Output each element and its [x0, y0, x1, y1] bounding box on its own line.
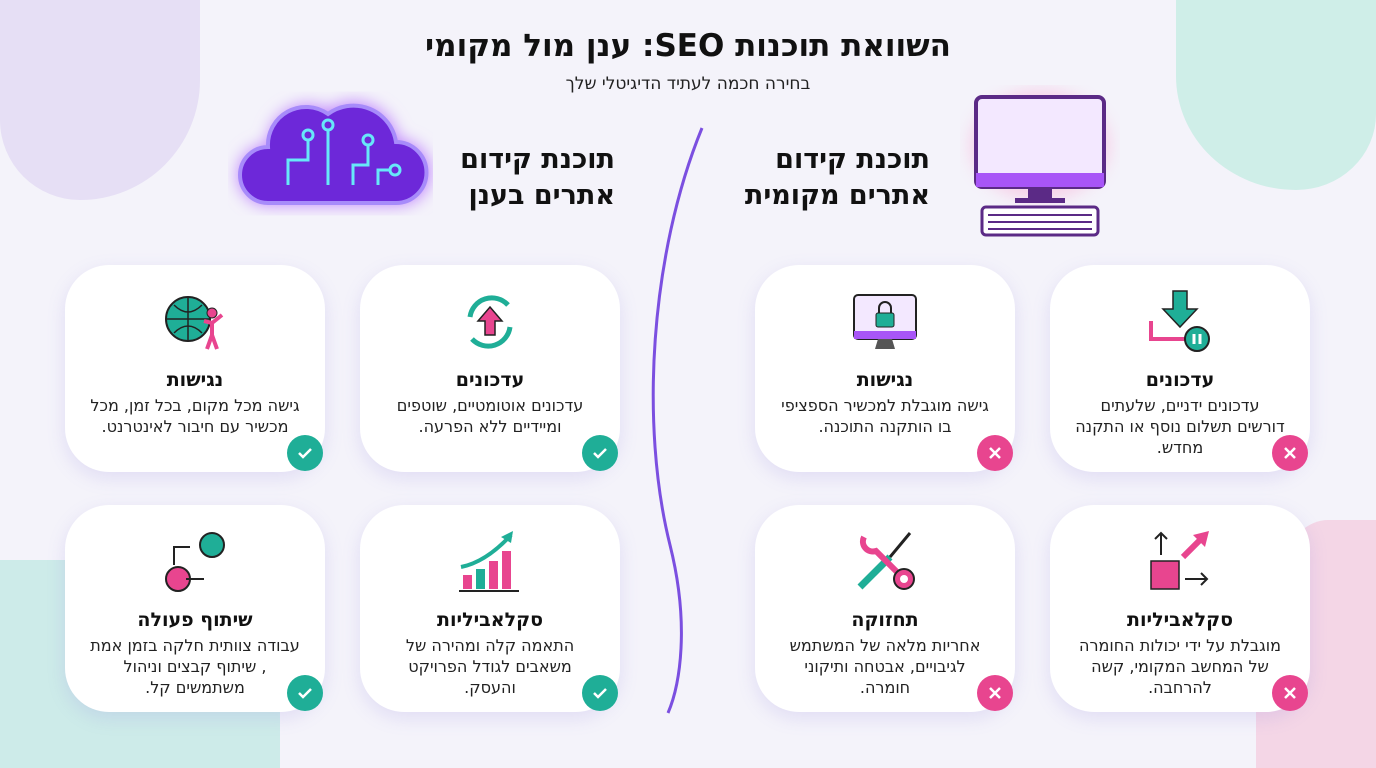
tools-gear-icon — [857, 532, 915, 590]
scale-box-icon — [1150, 531, 1209, 590]
desktop-computer-icon — [970, 90, 1110, 237]
card-description: עבודה צוותית חלקה בזמן אמת , שיתוף קבצים… — [90, 636, 300, 697]
local-card: סקלאביליות מוגבלת על ידי יכולות החומרה ש… — [1050, 505, 1310, 712]
card-description: עדכונים ידניים, שלעתים דורשים תשלום נוסף… — [1075, 396, 1285, 457]
local-card: עדכונים עדכונים ידניים, שלעתים דורשים תש… — [1050, 265, 1310, 472]
card-title: סקלאביליות — [1126, 609, 1233, 631]
page-title: השוואת תוכנות SEO: ענן מול מקומי — [425, 28, 951, 64]
cloud-card: סקלאביליות התאמה קלה ומהירה של משאבים לג… — [360, 505, 620, 712]
users-exchange-icon — [165, 532, 225, 592]
check-icon — [298, 448, 312, 459]
card-title: נגישות — [856, 369, 914, 391]
card-title: עדכונים — [1145, 369, 1215, 391]
check-badge — [582, 435, 618, 471]
card-description: עדכונים אוטומטיים, שוטפים ומיידיים ללא ה… — [396, 396, 584, 436]
cloud-card: שיתוף פעולה עבודה צוותית חלקה בזמן אמת ,… — [65, 505, 325, 712]
monitor-lock-icon — [853, 294, 917, 349]
card-description: אחריות מלאה של המשתמש לגיבויים, אבטחה ות… — [789, 636, 981, 697]
check-badge — [287, 435, 323, 471]
check-icon — [298, 688, 312, 699]
cross-badge — [977, 675, 1013, 711]
local-card: נגישות גישה מוגבלת למכשיר הספציפי בו הות… — [755, 265, 1015, 472]
cloud-card: נגישות גישה מכל מקום, בכל זמן, מכל מכשיר… — [65, 265, 325, 472]
close-icon — [989, 687, 1001, 699]
close-icon — [1284, 447, 1296, 459]
close-icon — [989, 447, 1001, 459]
refresh-upload-icon — [467, 295, 513, 349]
check-icon — [593, 688, 607, 699]
check-icon — [593, 448, 607, 459]
page-subtitle: בחירה חכמה לעתיד הדיגיטלי שלך — [565, 74, 811, 94]
divider-curve — [651, 127, 704, 714]
download-pause-icon — [1149, 290, 1210, 352]
cloud-circuit-icon — [238, 102, 431, 205]
card-description: התאמה קלה ומהירה של משאבים לגודל הפרויקט… — [405, 636, 575, 697]
card-title: שיתוף פעולה — [137, 609, 253, 631]
close-icon — [1284, 687, 1296, 699]
check-badge — [287, 675, 323, 711]
globe-person-icon — [165, 296, 224, 350]
card-description: מוגבלת על ידי יכולות החומרה של המחשב המק… — [1078, 636, 1281, 697]
cloud-card: עדכונים עדכונים אוטומטיים, שוטפים ומיידי… — [360, 265, 620, 472]
cross-badge — [977, 435, 1013, 471]
card-title: סקלאביליות — [436, 609, 543, 631]
card-title: תחזוקה — [851, 609, 919, 631]
card-description: גישה מוגבלת למכשיר הספציפי בו הותקנה התו… — [781, 396, 989, 436]
card-title: עדכונים — [455, 369, 525, 391]
cross-badge — [1272, 435, 1308, 471]
card-description: גישה מכל מקום, בכל זמן, מכל מכשיר עם חיב… — [90, 396, 300, 436]
check-badge — [582, 675, 618, 711]
growth-chart-icon — [459, 531, 519, 592]
card-title: נגישות — [166, 369, 224, 391]
local-card: תחזוקה אחריות מלאה של המשתמש לגיבויים, א… — [755, 505, 1015, 712]
cross-badge — [1272, 675, 1308, 711]
